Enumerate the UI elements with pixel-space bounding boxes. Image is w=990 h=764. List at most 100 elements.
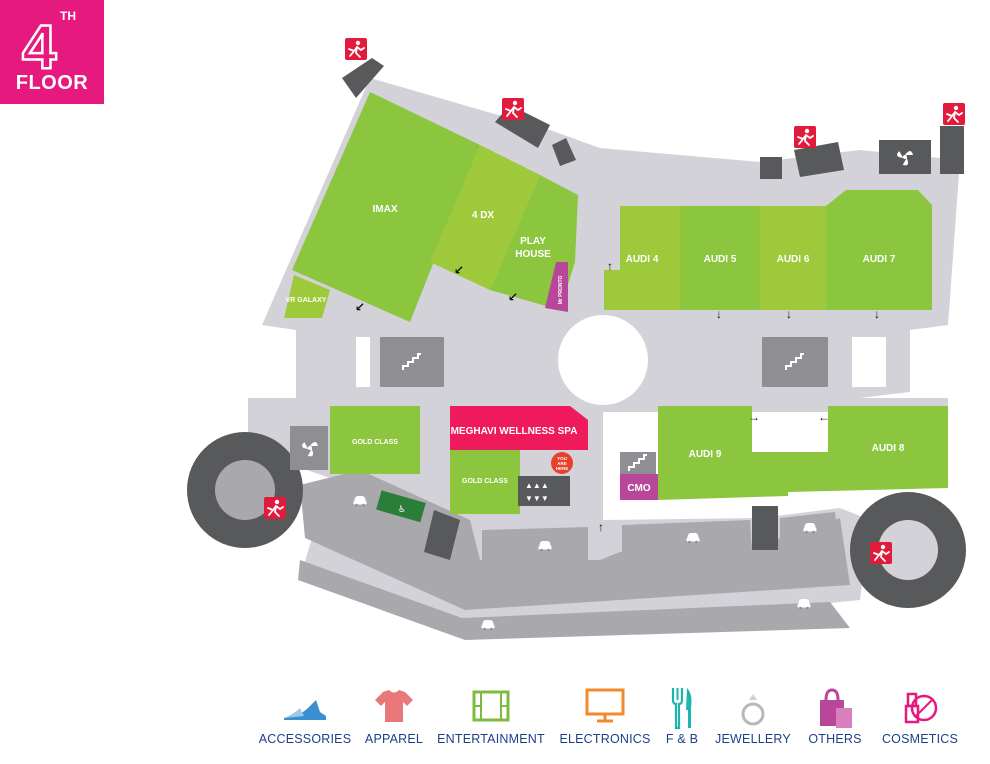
parking-ramps — [298, 470, 850, 640]
emergency-exit-icon — [942, 102, 966, 126]
svg-text:▲▲▲: ▲▲▲ — [525, 481, 549, 490]
store-audi-9[interactable] — [658, 406, 788, 500]
legend-accessories[interactable]: ACCESSORIES — [258, 682, 352, 764]
svg-text:↙: ↙ — [454, 263, 464, 277]
store-gold-class-2[interactable] — [450, 444, 520, 514]
legend-label: JEWELLERY — [715, 732, 791, 746]
store-audi-8[interactable] — [788, 406, 948, 492]
emergency-exit-icon — [263, 496, 287, 520]
void-left — [356, 337, 370, 387]
emergency-exit-icon — [869, 541, 893, 565]
svg-text:←: ← — [818, 410, 830, 424]
svg-text:↓: ↓ — [786, 307, 792, 321]
svg-text:→: → — [748, 410, 760, 424]
cosmetics-icon — [904, 692, 938, 724]
store-audi-7[interactable] — [826, 190, 932, 310]
label-house: HOUSE — [515, 249, 551, 260]
legend-fnb[interactable]: F & B — [660, 682, 704, 764]
legend-entertainment[interactable]: ENTERTAINMENT — [436, 682, 546, 764]
svg-text:↙: ↙ — [355, 300, 365, 314]
you-are-here-label: YOU — [557, 456, 567, 461]
shopping-bag-icon — [820, 688, 852, 728]
svg-text:↓: ↓ — [874, 307, 880, 321]
cutlery-icon — [671, 688, 692, 730]
legend-label: ELECTRONICS — [559, 732, 651, 746]
you-are-here-marker — [551, 452, 573, 474]
label-audi-7: AUDI 7 — [863, 254, 896, 265]
void-right — [852, 337, 886, 387]
escalator-left[interactable] — [380, 337, 444, 387]
label-imax: IMAX — [373, 204, 398, 215]
floor-number: 4 — [22, 13, 57, 82]
entrance-arrows: ↙ ↙ ↙ ↑ ↓ ↓ ↓ → ← ↑ — [355, 259, 880, 534]
store-4dx[interactable] — [430, 145, 540, 290]
shoe-icon — [284, 700, 326, 720]
store-audi-4[interactable] — [620, 206, 680, 310]
legend-label: ENTERTAINMENT — [437, 732, 545, 746]
emergency-exit-icon — [793, 125, 817, 149]
svg-text:↙: ↙ — [508, 290, 518, 304]
floor-label: FLOOR — [15, 72, 89, 94]
legend-label: ACCESSORIES — [258, 732, 352, 746]
floor-number-superscript: TH — [60, 9, 76, 23]
store-spa[interactable] — [450, 406, 588, 450]
emergency-exit-icon — [344, 37, 368, 61]
legend-jewellery[interactable]: JEWELLERY — [712, 682, 794, 764]
film-strip-icon — [472, 690, 510, 722]
you-are-here-label: ARE — [557, 461, 567, 466]
label-audi-5: AUDI 5 — [704, 254, 737, 265]
label-4dx: 4 DX — [472, 210, 495, 221]
lift-lobby[interactable]: ▲▲▲ ▼▼▼ — [518, 476, 570, 506]
atrium — [558, 315, 648, 405]
svg-text:▼▼▼: ▼▼▼ — [525, 494, 549, 503]
round-ramp-right — [850, 492, 966, 608]
svg-text:↑: ↑ — [607, 259, 613, 273]
store-gold-class-1[interactable] — [330, 406, 420, 474]
label-audi-4: AUDI 4 — [626, 254, 659, 265]
label-audi-8: AUDI 8 — [872, 443, 905, 454]
label-play: PLAY — [520, 236, 546, 247]
label-cmo: CMO — [627, 483, 651, 494]
store-audi-6[interactable] — [760, 206, 826, 310]
tshirt-icon — [375, 690, 413, 722]
legend-label: APPAREL — [364, 732, 424, 746]
legend-apparel[interactable]: APPAREL — [364, 682, 424, 764]
svg-text:↑: ↑ — [598, 520, 604, 534]
label-spa: MEGHAVI WELLNESS SPA — [451, 426, 578, 437]
void-right-bridge — [650, 337, 760, 387]
legend-label: F & B — [665, 732, 699, 746]
category-legend: ACCESSORIES APPAREL ENTERTAINMENT ELECTR… — [0, 682, 990, 764]
legend-cosmetics[interactable]: COSMETICS — [876, 682, 964, 764]
legend-label: OTHERS — [808, 732, 862, 746]
store-mr-pronto[interactable] — [545, 262, 568, 312]
label-gold-class-1: GOLD CLASS — [352, 439, 398, 446]
ventilation-left — [290, 426, 328, 470]
legend-others[interactable]: OTHERS — [804, 682, 866, 764]
floor-number-graphic: 4 TH — [21, 9, 76, 83]
label-audi-6: AUDI 6 — [777, 254, 810, 265]
escalator-right[interactable] — [762, 337, 828, 387]
svg-text:↓: ↓ — [716, 307, 722, 321]
monitor-icon — [585, 688, 625, 723]
emergency-exit-icon — [501, 97, 525, 121]
parking-green-symbol: ♿ — [398, 504, 406, 514]
parking-bay-green — [376, 490, 426, 523]
round-ramp-left — [187, 432, 303, 548]
label-gold-class-2: GOLD CLASS — [462, 478, 508, 485]
label-vr-galaxy: VR GALAXY — [286, 297, 327, 304]
store-cmo[interactable] — [620, 474, 658, 500]
ring-icon — [741, 694, 765, 726]
store-vr-galaxy[interactable] — [284, 275, 330, 318]
legend-electronics[interactable]: ELECTRONICS — [558, 682, 652, 764]
legend-label: COSMETICS — [881, 732, 959, 746]
you-are-here-label: HERE — [556, 466, 569, 471]
store-audi-4-extension — [604, 270, 624, 310]
store-audi-5[interactable] — [680, 206, 760, 310]
store-imax[interactable] — [292, 92, 480, 322]
label-audi-9: AUDI 9 — [689, 449, 722, 460]
floor-badge: 4 TH FLOOR — [0, 0, 104, 104]
label-mr-pronto: Mr PRONTO — [558, 275, 564, 304]
service-blocks — [342, 58, 964, 560]
void-left-bridge — [448, 337, 558, 387]
